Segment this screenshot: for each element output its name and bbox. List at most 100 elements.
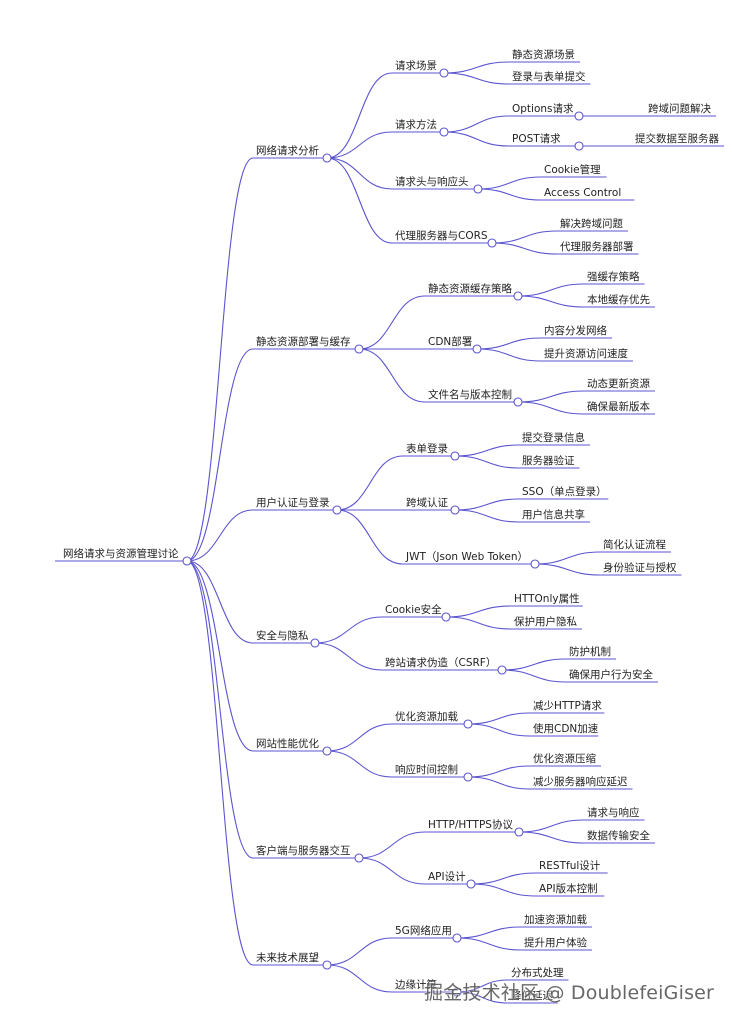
topic-6-0-label[interactable]: 5G网络应用 xyxy=(395,924,452,937)
topic-2-0-collapse-toggle[interactable] xyxy=(450,451,460,461)
topic-5-0-label[interactable]: HTTP/HTTPS协议 xyxy=(428,818,513,831)
topic-0-2-label[interactable]: 请求头与响应头 xyxy=(395,175,469,188)
branch-1-label[interactable]: 静态资源部署与缓存 xyxy=(256,335,351,348)
topic-3-1-collapse-toggle[interactable] xyxy=(497,665,507,675)
leaf-3-1-0-label[interactable]: 防护机制 xyxy=(569,645,611,658)
edge-topic-3-1-to-leaf-1 xyxy=(501,669,567,683)
edge-branch-4-to-topic-1 xyxy=(326,750,393,778)
leaf-1-1-1-label[interactable]: 提升资源访问速度 xyxy=(544,347,628,360)
topic-3-1-label[interactable]: 跨站请求伪造（CSRF） xyxy=(385,656,496,669)
topic-1-1-collapse-toggle[interactable] xyxy=(472,344,482,354)
edge-topic-6-0-to-leaf-1 xyxy=(456,937,522,951)
branch-0-collapse-toggle[interactable] xyxy=(322,153,332,163)
topic-4-1-label[interactable]: 响应时间控制 xyxy=(395,763,458,776)
branch-4-label[interactable]: 网站性能优化 xyxy=(256,737,319,750)
leaf-0-0-0-label[interactable]: 静态资源场景 xyxy=(512,48,575,61)
edge-branch-0-to-topic-1 xyxy=(326,131,393,159)
topic-0-3-collapse-toggle[interactable] xyxy=(487,238,497,248)
edge-branch-2-to-topic-0 xyxy=(336,455,404,511)
topic-2-1-label[interactable]: 跨域认证 xyxy=(406,496,448,509)
branch-4-collapse-toggle[interactable] xyxy=(322,746,332,756)
leaf-2-2-0-label[interactable]: 简化认证流程 xyxy=(603,538,666,551)
topic-1-0-collapse-toggle[interactable] xyxy=(513,291,523,301)
leaf-3-1-1-label[interactable]: 确保用户行为安全 xyxy=(569,668,653,681)
leaf-1-2-0-label[interactable]: 动态更新资源 xyxy=(587,377,650,390)
topic-0-0-collapse-toggle[interactable] xyxy=(439,68,449,78)
topic-6-1-label[interactable]: 边缘计算 xyxy=(395,978,437,991)
topic-5-1-label[interactable]: API设计 xyxy=(428,870,466,883)
root-collapse-toggle[interactable] xyxy=(182,556,192,566)
leaf-1-0-0-label[interactable]: 强缓存策略 xyxy=(587,270,640,283)
topic-2-2-label[interactable]: JWT（Json Web Token） xyxy=(405,551,528,563)
leaf-6-1-1-label[interactable]: 降低延迟 xyxy=(511,989,553,1002)
leaf-1-2-1-label[interactable]: 确保最新版本 xyxy=(587,400,650,413)
edge-topic-3-1-to-leaf-0 xyxy=(501,658,567,671)
branch-0-label[interactable]: 网络请求分析 xyxy=(256,144,319,157)
root-node-label[interactable]: 网络请求与资源管理讨论 xyxy=(63,547,179,560)
leaf-0-1-0-collapse-toggle[interactable] xyxy=(574,111,584,121)
leaf-0-2-1-label[interactable]: Access Control xyxy=(544,187,621,199)
topic-3-0-collapse-toggle[interactable] xyxy=(441,612,451,622)
topic-5-1-collapse-toggle[interactable] xyxy=(466,879,476,889)
leaf-4-1-1-label[interactable]: 减少服务器响应延迟 xyxy=(533,775,628,788)
topic-0-2-collapse-toggle[interactable] xyxy=(473,184,483,194)
leaf-5-1-1-label[interactable]: API版本控制 xyxy=(539,882,598,895)
leaf-6-1-0-label[interactable]: 分布式处理 xyxy=(511,966,564,979)
leaf-0-3-0-label[interactable]: 解决跨域问题 xyxy=(560,217,623,230)
leaf-3-0-1-label[interactable]: 保护用户隐私 xyxy=(514,615,577,628)
edge-topic-5-0-to-leaf-1 xyxy=(518,831,585,844)
topic-1-2-collapse-toggle[interactable] xyxy=(513,397,523,407)
leaf-5-0-1-label[interactable]: 数据传输安全 xyxy=(587,829,650,842)
leaf-5-0-0-label[interactable]: 请求与响应 xyxy=(587,806,640,819)
leaf-4-1-0-label[interactable]: 优化资源压缩 xyxy=(533,752,596,765)
leaf-6-0-0-label[interactable]: 加速资源加载 xyxy=(524,913,587,926)
branch-6-collapse-toggle[interactable] xyxy=(322,960,332,970)
leaf-4-0-0-label[interactable]: 减少HTTP请求 xyxy=(533,699,602,712)
leaf-0-1-1-collapse-toggle[interactable] xyxy=(574,141,584,151)
watermark: 掘金技术社区 @ DoublefeiGiser xyxy=(424,982,715,1004)
topic-0-0-label[interactable]: 请求场景 xyxy=(395,59,437,72)
leaf-5-1-0-label[interactable]: RESTful设计 xyxy=(539,859,601,872)
leaf-6-0-1-label[interactable]: 提升用户体验 xyxy=(524,936,587,949)
leaf-1-0-1-label[interactable]: 本地缓存优先 xyxy=(587,293,650,306)
topic-6-1-collapse-toggle[interactable] xyxy=(452,987,462,997)
branch-5-collapse-toggle[interactable] xyxy=(354,853,364,863)
branch-6-label[interactable]: 未来技术展望 xyxy=(256,951,319,964)
leaf-0-3-1-label[interactable]: 代理服务器部署 xyxy=(560,240,634,253)
topic-0-1-collapse-toggle[interactable] xyxy=(439,127,449,137)
topic-0-1-label[interactable]: 请求方法 xyxy=(395,118,437,131)
leaf-2-1-0-label[interactable]: SSO（单点登录） xyxy=(522,485,607,498)
topic-1-1-label[interactable]: CDN部署 xyxy=(428,335,472,348)
topic-2-2-collapse-toggle[interactable] xyxy=(530,559,540,569)
leaf-4-0-1-label[interactable]: 使用CDN加速 xyxy=(533,722,599,735)
topic-4-0-collapse-toggle[interactable] xyxy=(463,719,473,729)
leaf-2-0-0-label[interactable]: 提交登录信息 xyxy=(522,431,585,444)
sub-0-1-0-label[interactable]: 跨域问题解决 xyxy=(648,102,711,115)
topic-5-0-collapse-toggle[interactable] xyxy=(514,827,524,837)
topic-0-3-label[interactable]: 代理服务器与CORS xyxy=(395,229,488,242)
topic-1-0-label[interactable]: 静态资源缓存策略 xyxy=(428,282,512,295)
branch-3-label[interactable]: 安全与隐私 xyxy=(256,629,309,642)
topic-4-1-collapse-toggle[interactable] xyxy=(463,772,473,782)
leaf-0-1-1-label[interactable]: POST请求 xyxy=(512,132,561,145)
branch-5-label[interactable]: 客户端与服务器交互 xyxy=(256,844,351,857)
topic-1-2-label[interactable]: 文件名与版本控制 xyxy=(428,388,512,401)
leaf-2-2-1-label[interactable]: 身份验证与授权 xyxy=(603,561,677,574)
topic-6-0-collapse-toggle[interactable] xyxy=(452,933,462,943)
topic-2-1-collapse-toggle[interactable] xyxy=(450,505,460,515)
topic-4-0-label[interactable]: 优化资源加载 xyxy=(395,710,458,723)
leaf-0-1-0-label[interactable]: Options请求 xyxy=(512,102,574,115)
branch-3-collapse-toggle[interactable] xyxy=(310,638,320,648)
topic-2-0-label[interactable]: 表单登录 xyxy=(406,442,448,455)
leaf-0-2-0-label[interactable]: Cookie管理 xyxy=(544,163,601,176)
topic-3-0-label[interactable]: Cookie安全 xyxy=(385,603,442,616)
leaf-2-1-1-label[interactable]: 用户信息共享 xyxy=(522,508,585,521)
branch-1-collapse-toggle[interactable] xyxy=(354,344,364,354)
leaf-0-0-1-label[interactable]: 登录与表单提交 xyxy=(512,70,586,83)
leaf-1-1-0-label[interactable]: 内容分发网络 xyxy=(544,324,607,337)
leaf-3-0-0-label[interactable]: HTTOnly属性 xyxy=(514,592,580,605)
branch-2-collapse-toggle[interactable] xyxy=(332,505,342,515)
leaf-2-0-1-label[interactable]: 服务器验证 xyxy=(522,454,575,467)
sub-0-1-1-label[interactable]: 提交数据至服务器 xyxy=(635,132,719,145)
branch-2-label[interactable]: 用户认证与登录 xyxy=(256,496,330,509)
